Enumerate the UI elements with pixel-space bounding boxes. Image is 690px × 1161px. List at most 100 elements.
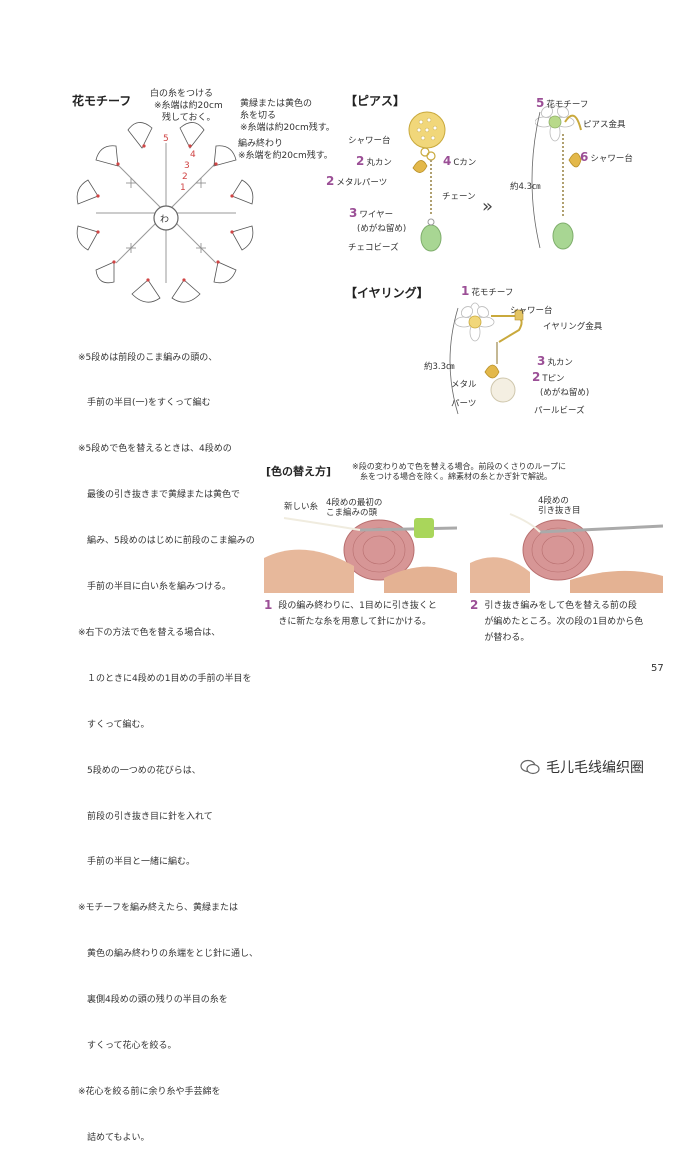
- instruction-list: ※5段めは前段のこま編みの頭の、 手前の半目(一)をすくって編む ※5段めで色を…: [78, 320, 258, 1161]
- step1-label-new-yarn: 新しい糸: [284, 502, 319, 512]
- label-text: Tピン: [542, 374, 565, 384]
- step-number: 3: [349, 206, 358, 220]
- label-text: ワイヤー: [359, 210, 394, 220]
- instruction-line: 手前の半目と一緒に編む。: [78, 857, 196, 868]
- instruction-line: 最後の引き抜きまで黄緑または黄色で: [78, 490, 241, 501]
- label-text: シャワー台: [348, 136, 391, 146]
- instruction-line: ※5段めで色を替えるときは、4段めの: [78, 444, 232, 455]
- motif-title: 花モチーフ: [72, 94, 132, 108]
- note-line: 白の糸をつける: [150, 89, 214, 99]
- motif-note-end: 編み終わり ※糸端を約20cm残す。: [238, 138, 333, 162]
- step-number: 1: [264, 598, 273, 612]
- color-change-desc: ※段の変わりめで色を替える場合。前段のくさりのループに 糸をつける場合を除く。綿…: [352, 462, 566, 481]
- note-line: 残しておく。: [162, 113, 216, 123]
- note-line: 編み終わり: [238, 139, 284, 149]
- step2-photo: [470, 488, 663, 593]
- step2-label-slip-stitch: 4段めの 引き抜き目: [538, 496, 581, 516]
- instruction-line: 手前の半目に白い糸を編みつける。: [78, 582, 232, 593]
- ring-label: わ: [160, 215, 170, 225]
- earring-length-bracket: [449, 307, 459, 415]
- motif-note-start: 白の糸をつける ※糸端は約20cm 残しておく。: [150, 88, 223, 124]
- instruction-line: すくって編む。: [78, 719, 150, 730]
- instruction-line: 手前の半目(一)をすくって編む: [78, 398, 211, 409]
- pierce-illustration: [408, 111, 446, 252]
- motif-note-cut: 黄緑または黄色の 糸を切る ※糸端は約20cm残す。: [240, 98, 335, 134]
- earring-illustration: [455, 302, 524, 403]
- pierce-label-shower: シャワー台: [348, 128, 391, 147]
- earring-label-kanagu: イヤリング金具: [543, 314, 602, 333]
- earring-label-tpin-sub: (めがね留め): [540, 380, 589, 399]
- round-numbers: 5: [163, 134, 169, 145]
- instruction-line: 裏側4段めの頭の残りの半目の糸を: [78, 995, 228, 1006]
- earring-title: 【イヤリング】: [345, 286, 429, 300]
- wechat-icon: [520, 759, 540, 775]
- crochet-chart: [76, 122, 254, 303]
- round-number: 3: [184, 161, 190, 171]
- instruction-line: 5段めの一つめの花びらは、: [78, 765, 201, 776]
- label-text: Cカン: [453, 158, 477, 168]
- step-number: 2: [532, 370, 541, 384]
- step1-photo: [264, 488, 457, 593]
- label-text: 花モチーフ: [471, 288, 514, 298]
- label-text: チェーン: [442, 192, 476, 202]
- watermark: 毛儿毛线编织圈: [520, 757, 644, 777]
- pierce-label-kanagu: ピアス金具: [583, 112, 626, 131]
- instruction-line: 詰めてもよい。: [78, 1132, 150, 1143]
- earring-label-metal: メタル パーツ: [451, 372, 477, 410]
- round-number: 2: [182, 172, 188, 182]
- label-text: 約3.3㎝: [424, 362, 455, 372]
- earring-length: 約3.3㎝: [424, 354, 455, 373]
- label-text: 丸カン: [366, 158, 392, 168]
- label-text: シャワー台: [590, 154, 633, 164]
- round-number: 4: [190, 150, 196, 160]
- pierce-arrow: »: [482, 196, 494, 217]
- step-number: 2: [326, 174, 335, 188]
- instruction-line: ※花心を絞る前に余り糸や手芸綿を: [78, 1086, 221, 1097]
- earring-label-pearl: パールビーズ: [534, 398, 585, 417]
- step-text: 引き抜き編みをして色を替える前の段 が編めたところ。次の段の1目めから色 が替わ…: [484, 601, 644, 643]
- step-number: 3: [537, 354, 546, 368]
- pierce-label-chain: チェーン: [442, 184, 476, 203]
- watermark-text: 毛儿毛线编织圈: [546, 760, 644, 776]
- instruction-line: ※モチーフを編み終えたら、黄緑または: [78, 903, 239, 914]
- step-number: 2: [356, 154, 365, 168]
- label-text: パールビーズ: [534, 406, 585, 416]
- label-text: メタル パーツ: [451, 380, 477, 409]
- label-text: 約4.3㎝: [510, 182, 541, 192]
- label-text: (めがね留め): [540, 388, 590, 398]
- color-change-title: [色の替え方]: [266, 465, 332, 478]
- note-line: ※糸端を約20cm残す。: [238, 151, 333, 161]
- instruction-line: ※5段めは前段のこま編みの頭の、: [78, 352, 218, 363]
- pierce-label-wire-sub: (めがね留め): [357, 216, 406, 235]
- note-line: 黄緑または黄色の: [240, 99, 313, 109]
- step-number: 5: [536, 96, 545, 110]
- round-numbers-2: 4 3 2 1: [180, 150, 196, 194]
- instruction-line: 黄色の編み終わりの糸端をとじ針に通し、: [78, 949, 259, 960]
- step1-label-first-stitch: 4段めの最初の こま編みの頭: [326, 498, 383, 518]
- round-number: 5: [163, 134, 169, 144]
- instruction-line: １のときに4段めの1目めの手前の半目を: [78, 673, 252, 684]
- label-text: シャワー台: [510, 306, 553, 316]
- note-line: ※糸端は約20cm: [154, 101, 223, 111]
- pierce-finished-illustration: [535, 104, 582, 250]
- step-number: 4: [443, 154, 452, 168]
- step-text: 段の編み終わりに、1目めに引き抜くと きに新たな糸を用意して針にかける。: [278, 601, 437, 627]
- label-text: メタルパーツ: [336, 178, 388, 188]
- label-text: ピアス金具: [583, 120, 626, 130]
- instruction-line: 編み、5段めのはじめに前段のこま編みの: [78, 536, 255, 547]
- instruction-line: 前段の引き抜き目に針を入れて: [78, 811, 213, 822]
- round-number: 1: [180, 183, 186, 193]
- earring-label-shower: シャワー台: [510, 298, 553, 317]
- label-text: 丸カン: [547, 358, 573, 368]
- pierce-length-bracket: [531, 111, 541, 249]
- note-line: ※糸端は約20cm残す。: [240, 123, 335, 133]
- page-number: 57: [651, 663, 664, 674]
- step2-photo-drawing: [470, 513, 663, 593]
- step1-photo-drawing: [264, 517, 457, 593]
